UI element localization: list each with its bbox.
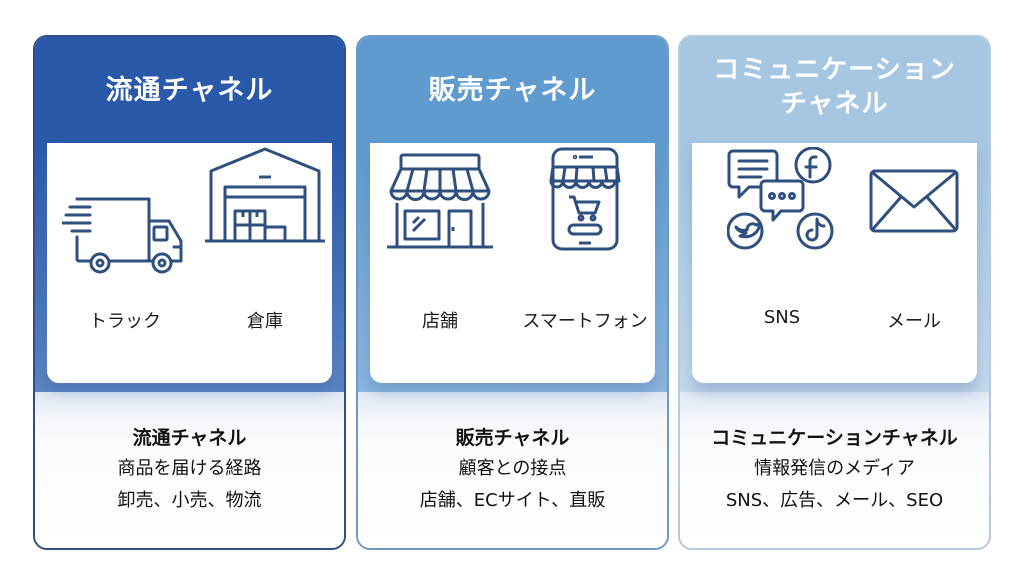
card-description: 流通チャネル 商品を届ける経路 卸売、小売、物流 bbox=[35, 423, 344, 517]
description-line: 情報発信のメディア bbox=[754, 458, 915, 479]
description-title: 流通チャネル bbox=[132, 427, 247, 449]
card-description: コミュニケーションチャネル 情報発信のメディア SNS、広告、メール、SEO bbox=[680, 423, 989, 517]
warehouse-icon bbox=[205, 147, 325, 243]
description-title: コミュニケーションチャネル bbox=[711, 427, 958, 449]
envelope-icon bbox=[869, 169, 959, 233]
smartphone-shop-icon bbox=[549, 147, 621, 251]
card-sales-channel: 販売チャネル 店舗 bbox=[356, 35, 669, 550]
icon-panel: SNS メール bbox=[692, 143, 977, 383]
item-email: メール bbox=[844, 143, 984, 383]
card-description-area bbox=[358, 392, 667, 548]
item-label: 店舗 bbox=[422, 311, 458, 332]
card-title: 販売チャネル bbox=[428, 75, 597, 106]
item-truck: トラック bbox=[55, 143, 195, 383]
item-label: トラック bbox=[89, 311, 161, 332]
card-description-area bbox=[35, 392, 344, 548]
description-line: 卸売、小売、物流 bbox=[117, 490, 262, 511]
item-label: SNS bbox=[763, 307, 801, 328]
card-communication-channel: コミュニケーション チャネル SNS bbox=[678, 35, 991, 550]
card-description: 販売チャネル 顧客との接点 店舗、ECサイト、直販 bbox=[358, 423, 667, 517]
description-line: SNS、広告、メール、SEO bbox=[725, 490, 944, 511]
item-sns: SNS bbox=[712, 143, 852, 383]
card-distribution-channel: 流通チャネル トラック bbox=[33, 35, 346, 550]
description-line: 店舗、ECサイト、直販 bbox=[419, 490, 606, 511]
item-label: 倉庫 bbox=[247, 311, 283, 332]
description-line: 顧客との接点 bbox=[458, 458, 567, 479]
icon-panel: 店舗 スマートフォン bbox=[370, 143, 655, 383]
card-title: コミュニケーション チャネル bbox=[713, 55, 956, 119]
description-title: 販売チャネル bbox=[455, 427, 570, 449]
item-warehouse: 倉庫 bbox=[195, 143, 335, 383]
storefront-icon bbox=[387, 153, 493, 249]
card-description-area bbox=[680, 392, 989, 548]
description-line: 商品を届ける経路 bbox=[117, 458, 262, 479]
item-label: メール bbox=[887, 311, 941, 332]
social-media-icon bbox=[727, 147, 834, 250]
truck-icon bbox=[62, 197, 183, 274]
item-label: スマートフォン bbox=[522, 311, 648, 332]
item-smartphone: スマートフォン bbox=[510, 143, 660, 383]
item-store: 店舗 bbox=[370, 143, 510, 383]
card-title: 流通チャネル bbox=[105, 75, 274, 106]
icon-panel: トラック 倉庫 bbox=[47, 143, 332, 383]
